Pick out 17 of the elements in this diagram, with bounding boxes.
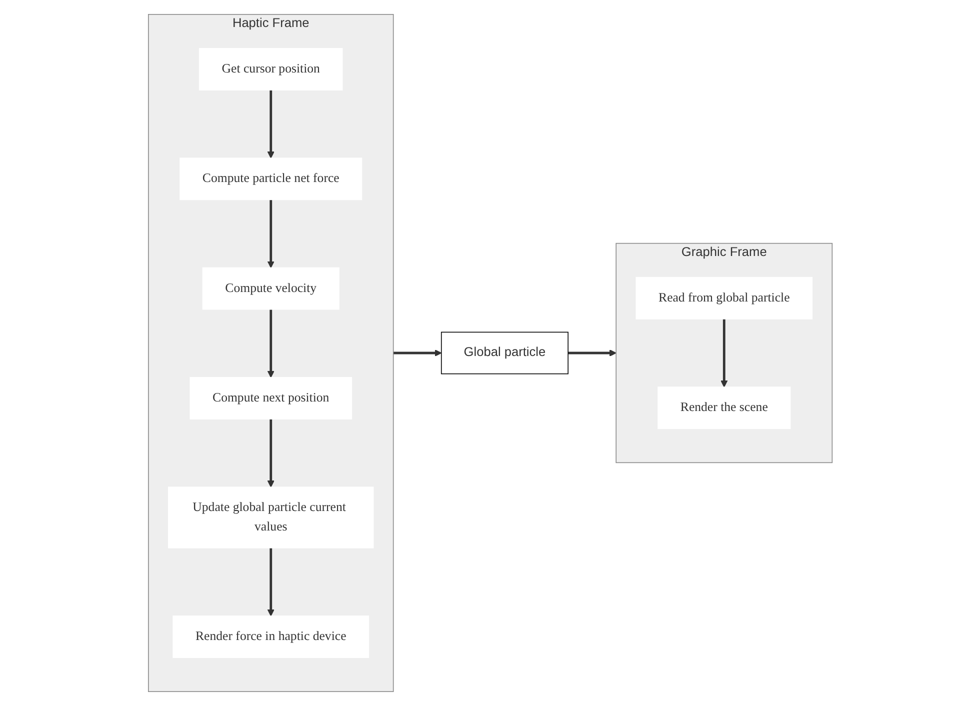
arrow bbox=[568, 349, 616, 357]
node-box: Render force in haptic device bbox=[172, 616, 369, 658]
node-box: Global particle bbox=[440, 332, 568, 374]
node-box: Update global particle current values bbox=[168, 486, 374, 548]
node-box: Compute velocity bbox=[202, 267, 340, 310]
node-box: Compute particle net force bbox=[179, 158, 362, 200]
arrow bbox=[267, 419, 274, 488]
arrow bbox=[267, 200, 274, 268]
node-box: Render the scene bbox=[657, 386, 790, 430]
node-box: Compute next position bbox=[189, 377, 352, 420]
node-box: Get cursor position bbox=[198, 48, 342, 90]
arrow bbox=[393, 349, 442, 357]
arrow bbox=[267, 548, 274, 616]
arrow bbox=[720, 318, 728, 388]
arrow bbox=[267, 90, 274, 158]
arrow bbox=[267, 309, 274, 378]
node-box: Read from global particle bbox=[635, 276, 812, 320]
